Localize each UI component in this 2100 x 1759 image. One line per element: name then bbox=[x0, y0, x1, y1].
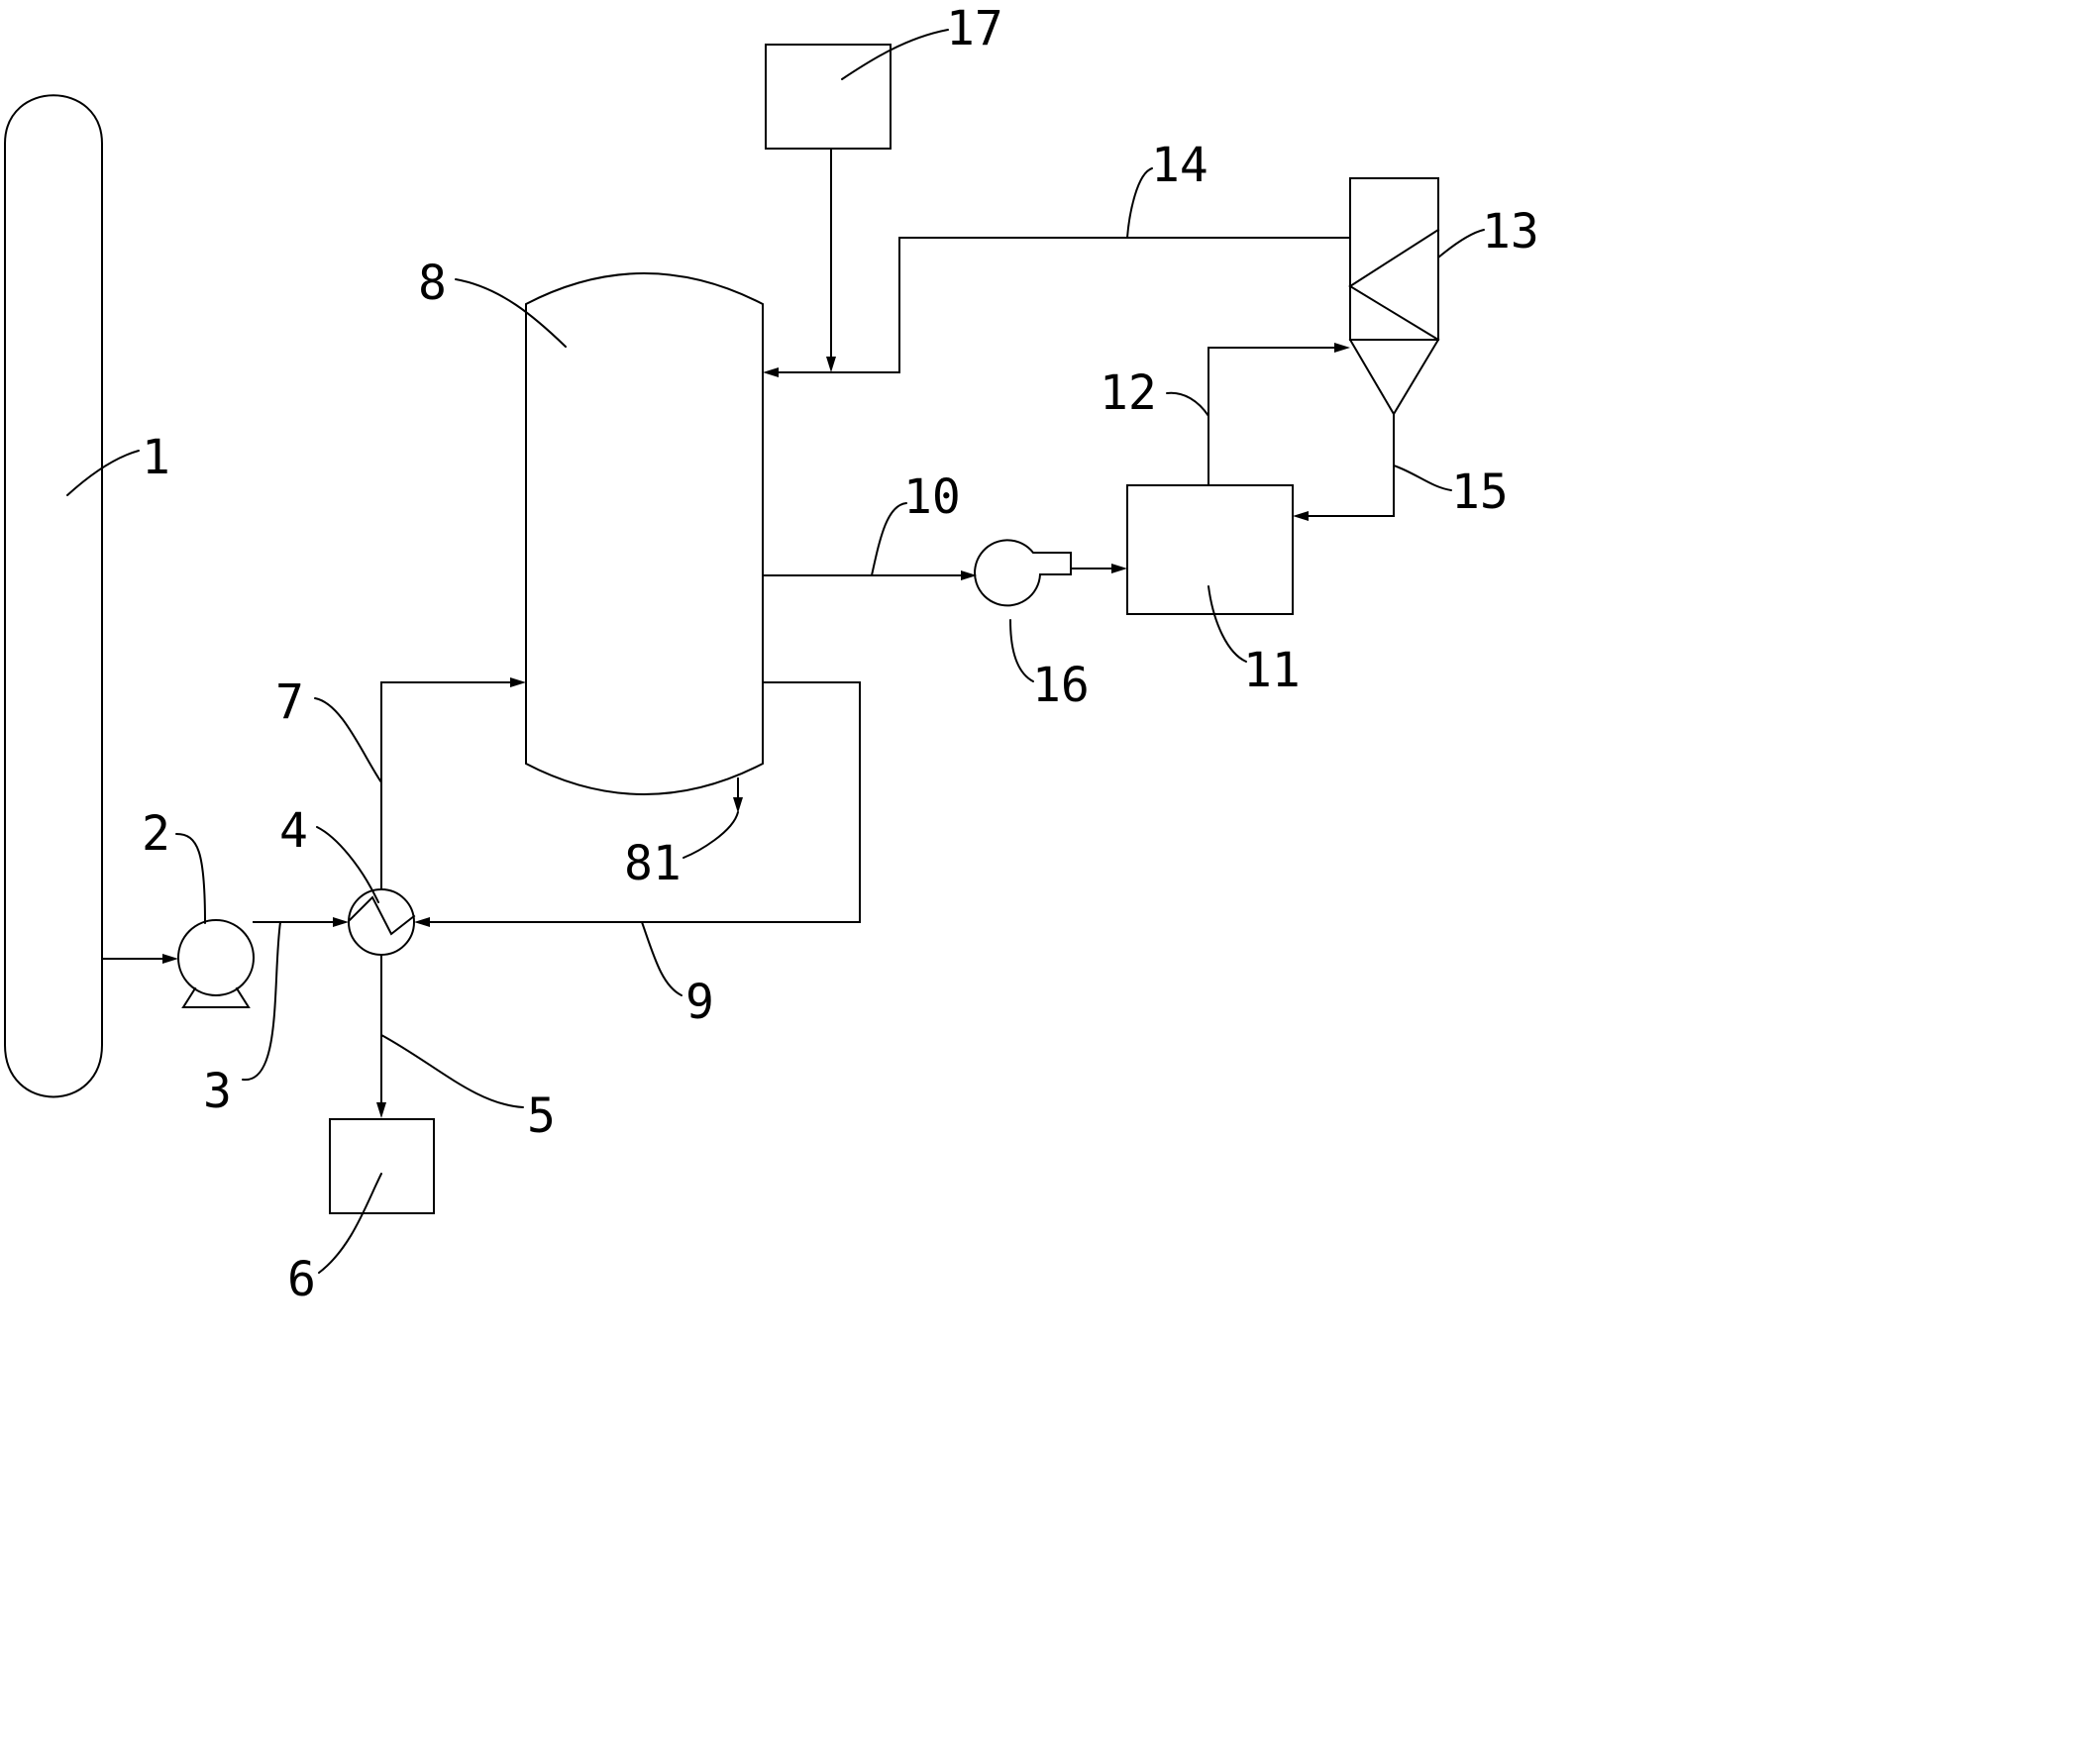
label-15: 15 bbox=[1451, 465, 1509, 520]
label-14: 14 bbox=[1151, 138, 1208, 193]
label-2: 2 bbox=[142, 806, 170, 862]
label-5: 5 bbox=[527, 1088, 556, 1144]
leader-13 bbox=[1437, 229, 1485, 259]
process-flow-diagram: 1 2 3 4 5 6 7 8 81 9 10 11 12 13 14 15 1… bbox=[4, 1, 1539, 1299]
leader-81 bbox=[682, 811, 739, 859]
label-11: 11 bbox=[1243, 643, 1301, 698]
leader-15 bbox=[1393, 465, 1452, 491]
label-1: 1 bbox=[142, 430, 170, 485]
leader-8 bbox=[455, 278, 567, 348]
leader-11 bbox=[1208, 585, 1247, 663]
label-81: 81 bbox=[624, 836, 682, 891]
leader-17 bbox=[841, 29, 949, 80]
label-7: 7 bbox=[275, 674, 304, 730]
leader-16 bbox=[1009, 619, 1034, 682]
leader-9 bbox=[641, 921, 682, 996]
line-14 bbox=[772, 237, 1351, 373]
label-12: 12 bbox=[1100, 365, 1157, 421]
leader-6 bbox=[318, 1173, 382, 1274]
label-17: 17 bbox=[946, 1, 1003, 56]
label-6: 6 bbox=[287, 1252, 316, 1299]
leader-14 bbox=[1126, 167, 1153, 239]
pump-2 bbox=[177, 919, 255, 1008]
leader-4 bbox=[316, 826, 379, 903]
column-1 bbox=[4, 94, 103, 1098]
vessel-8 bbox=[525, 272, 764, 795]
receiver-6 bbox=[329, 1118, 435, 1214]
label-16: 16 bbox=[1032, 658, 1090, 713]
leader-7 bbox=[314, 697, 382, 783]
label-10: 10 bbox=[903, 469, 961, 525]
leader-3 bbox=[242, 921, 281, 1082]
label-3: 3 bbox=[203, 1064, 232, 1119]
heat-exchanger-4 bbox=[348, 888, 416, 956]
inlet-line-7 bbox=[380, 681, 517, 890]
line-15 bbox=[1302, 413, 1395, 517]
leader-12 bbox=[1166, 391, 1209, 417]
fan-16 bbox=[974, 539, 1072, 607]
label-8: 8 bbox=[418, 256, 447, 311]
separator-13 bbox=[1348, 177, 1440, 416]
label-9: 9 bbox=[685, 975, 714, 1030]
line-12 bbox=[1208, 347, 1341, 486]
supply-tank-17 bbox=[765, 44, 892, 150]
label-13: 13 bbox=[1482, 204, 1539, 259]
leader-10 bbox=[871, 502, 907, 576]
label-4: 4 bbox=[279, 803, 308, 859]
unit-11 bbox=[1126, 484, 1294, 615]
leader-5 bbox=[380, 1034, 524, 1108]
leader-1 bbox=[66, 450, 140, 496]
leader-2 bbox=[175, 833, 206, 924]
